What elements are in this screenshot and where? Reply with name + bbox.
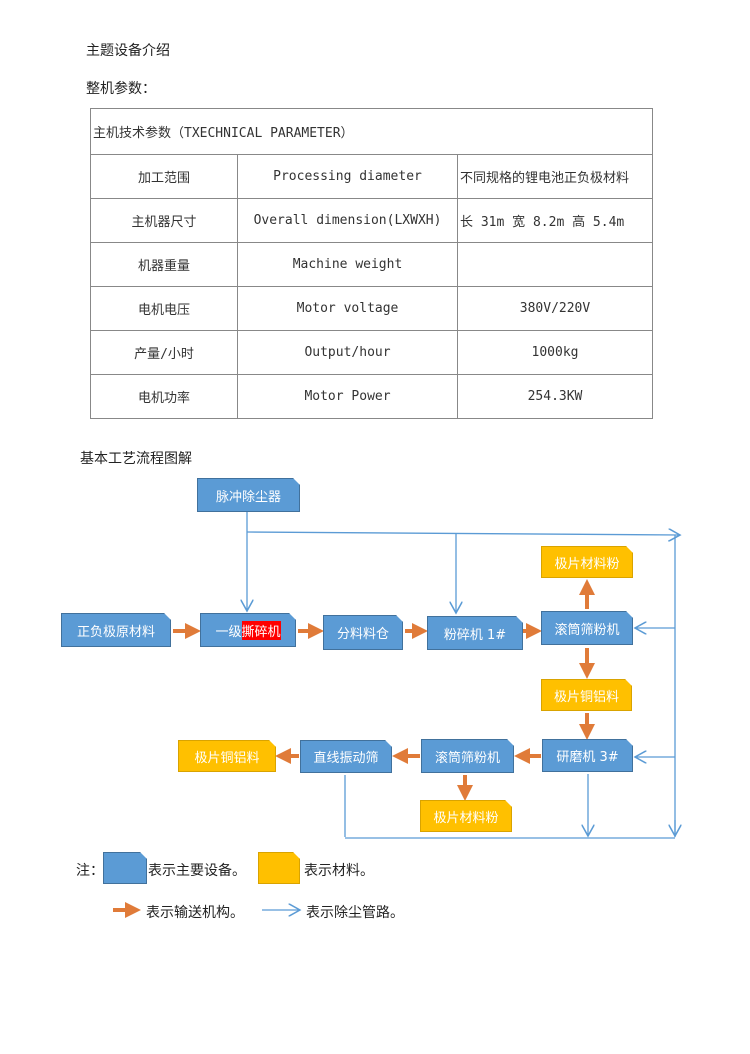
cell [457,242,653,287]
cell: 长 31m 宽 8.2m 高 5.4m [457,198,653,243]
heading-flow: 基本工艺流程图解 [80,451,192,467]
cell: 机器重量 [90,242,238,287]
box-copper-aluminum-2: 极片铜铝料 [178,740,276,772]
shredder-prefix: 一级 [215,624,242,640]
cell: 电机功率 [90,374,238,419]
cell: Processing diameter [237,154,458,199]
legend-equipment-label: 表示主要设备。 [148,863,246,879]
table-title: 主机技术参数（TXECHNICAL PARAMETER） [90,108,653,155]
box-electrode-powder-2: 极片材料粉 [420,800,512,832]
box-drum-screen-2: 滚筒筛粉机 [421,739,514,773]
cell: 254.3KW [457,374,653,419]
box-crusher-1: 粉碎机 1# [427,616,523,650]
box-linear-vibrating-screen: 直线振动筛 [300,740,392,773]
cell: 不同规格的锂电池正负极材料 [457,154,653,199]
legend-conveyor-label: 表示输送机构。 [146,905,244,921]
cell: Motor voltage [237,286,458,331]
box-raw-material: 正负极原材料 [61,613,171,647]
legend-material-swatch [258,852,300,884]
cell: Output/hour [237,330,458,375]
shredder-highlight: 撕碎机 [242,621,281,640]
box-drum-screen-1: 滚筒筛粉机 [541,611,633,645]
box-grinder-3: 研磨机 3# [542,739,633,772]
box-electrode-powder-1: 极片材料粉 [541,546,633,578]
box-distribution-bin: 分料料仓 [323,615,403,650]
cell: 产量/小时 [90,330,238,375]
legend-material-label: 表示材料。 [304,863,374,879]
cell: Motor Power [237,374,458,419]
cell: 电机电压 [90,286,238,331]
dust-line [246,532,680,535]
heading-params: 整机参数： [86,81,156,97]
legend-note: 注： [76,863,104,879]
cell: 1000kg [457,330,653,375]
box-primary-shredder: 一级撕碎机 [200,613,296,647]
cell: 主机器尺寸 [90,198,238,243]
legend-dust-label: 表示除尘管路。 [306,905,404,921]
box-pulse-dust-collector: 脉冲除尘器 [197,478,300,512]
box-copper-aluminum-1: 极片铜铝料 [541,679,632,711]
legend-equipment-swatch [103,852,147,884]
heading-intro: 主题设备介绍 [86,43,170,59]
cell: Overall dimension(LXWXH) [237,198,458,243]
